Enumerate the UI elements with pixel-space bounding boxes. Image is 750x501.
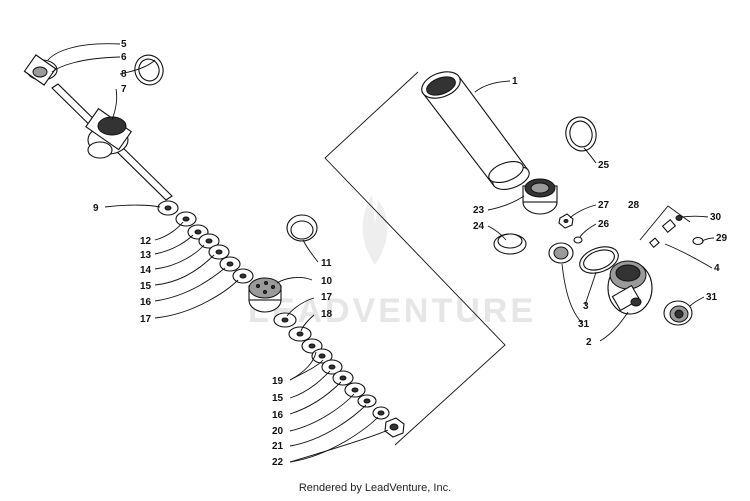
- callout-22: 22: [272, 457, 284, 468]
- valve-26: [573, 236, 583, 244]
- reservoir-cap-2: [607, 260, 653, 315]
- callout-3: 3: [583, 301, 589, 312]
- callout-14: 14: [140, 265, 152, 276]
- callout-7: 7: [121, 84, 127, 95]
- bearing-31-lower: [663, 300, 693, 326]
- callout-18: 18: [321, 309, 333, 320]
- washer-stack-lower: [273, 312, 390, 420]
- watermark-text: LEADVENTURE: [248, 292, 536, 330]
- watermark: LEADVENTURE: [248, 195, 536, 330]
- callout-4: 4: [714, 263, 720, 274]
- callout-23: 23: [473, 205, 485, 216]
- callout-29: 29: [716, 233, 728, 244]
- callout-21: 21: [272, 441, 284, 452]
- callout-12: 12: [140, 236, 152, 247]
- nut-22: [384, 417, 405, 438]
- callout-16-lower: 16: [272, 410, 284, 421]
- floating-piston-23: [522, 178, 558, 215]
- shock-shaft: [23, 54, 173, 201]
- ring-24: [493, 233, 527, 255]
- valve-group-outline: [639, 205, 691, 241]
- callout-28: 28: [628, 200, 640, 211]
- callout-17-lower: 17: [140, 314, 152, 325]
- footer-credit: Rendered by LeadVenture, Inc.: [298, 482, 452, 494]
- callout-6: 6: [121, 52, 127, 63]
- callout-26: 26: [598, 219, 610, 230]
- group-outline: [324, 71, 506, 446]
- callout-19: 19: [272, 376, 284, 387]
- callout-24: 24: [473, 221, 485, 232]
- callout-31-left: 31: [578, 319, 590, 330]
- callout-27: 27: [598, 200, 610, 211]
- leader-lines: [47, 43, 715, 463]
- callout-2: 2: [586, 337, 592, 348]
- callout-10: 10: [321, 276, 333, 287]
- callout-1: 1: [512, 76, 518, 87]
- callout-5: 5: [121, 39, 127, 50]
- callout-11: 11: [321, 258, 332, 269]
- piston-ring-11: [286, 214, 318, 242]
- callout-labels: 5 6 8 7 9 12 13 14 15 16 17 11 10 17 18 …: [93, 39, 728, 468]
- callout-20: 20: [272, 426, 284, 437]
- shock-body-1: [421, 71, 530, 190]
- bearing-31-upper: [548, 242, 574, 264]
- callout-9: 9: [93, 203, 99, 214]
- valve-assembly: [648, 215, 704, 249]
- callout-16-upper: 16: [140, 297, 152, 308]
- callout-8: 8: [121, 69, 127, 80]
- callout-25: 25: [598, 160, 610, 171]
- callout-17-upper: 17: [321, 292, 333, 303]
- piston-10: [248, 277, 282, 313]
- washer-stack-upper: [157, 200, 254, 284]
- callout-31-right: 31: [706, 292, 718, 303]
- callout-30: 30: [710, 212, 722, 223]
- callout-15-lower: 15: [272, 393, 284, 404]
- callout-13: 13: [140, 250, 152, 261]
- callout-15-upper: 15: [140, 281, 152, 292]
